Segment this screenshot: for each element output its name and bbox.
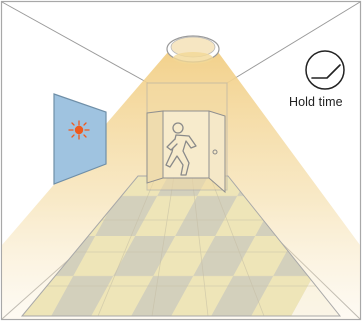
hold-time-label: Hold time (289, 95, 343, 109)
door-knob (212, 149, 218, 155)
ceiling-sensor-light-icon (166, 35, 220, 64)
door (146, 110, 226, 194)
clock-icon (305, 50, 345, 90)
sun-icon (68, 120, 90, 140)
door-left-panel (146, 110, 164, 184)
walking-person-icon (165, 122, 197, 176)
window (53, 93, 107, 185)
